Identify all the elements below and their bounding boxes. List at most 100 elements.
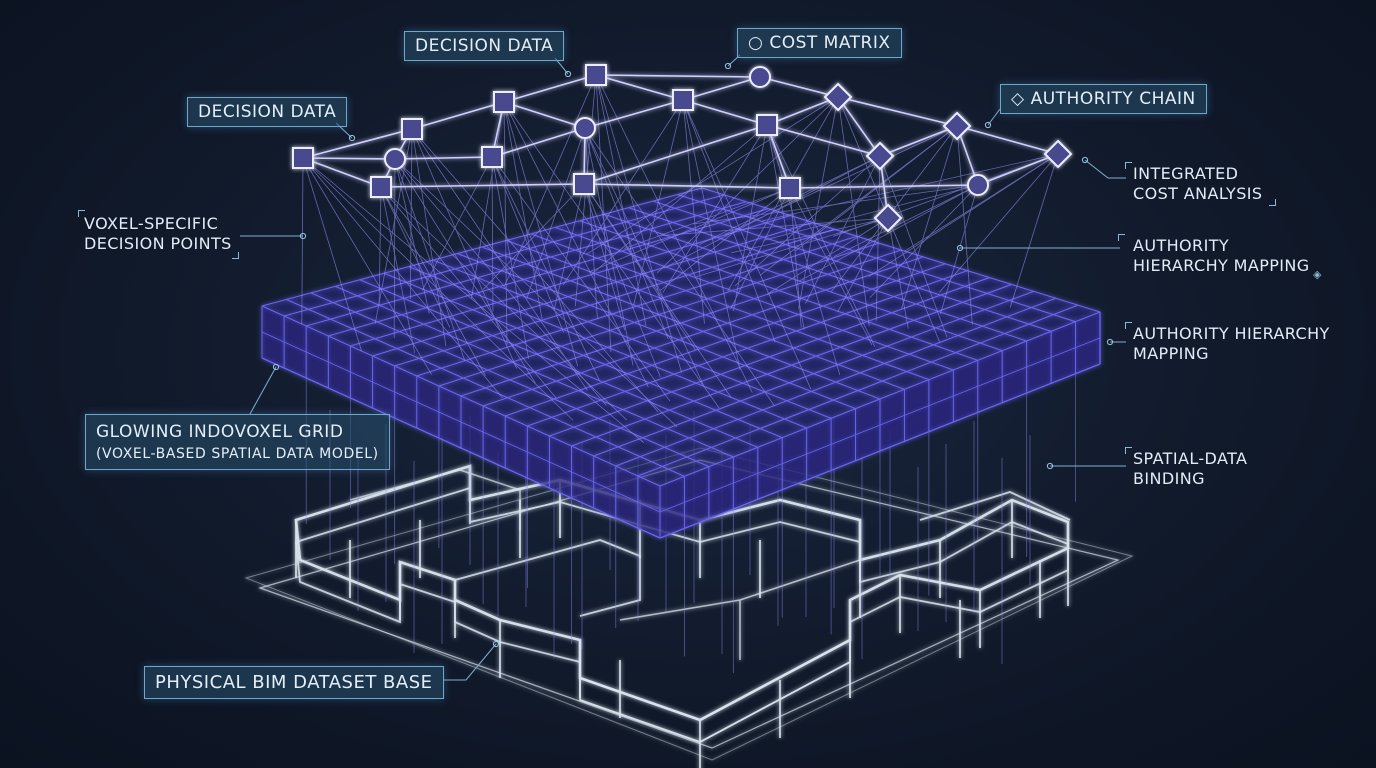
network-edge	[302, 157, 382, 188]
label-spatial-data-binding: SPATIAL-DATA BINDING	[1133, 449, 1248, 488]
network-edge	[682, 76, 761, 101]
bim-interior-wall	[454, 539, 641, 617]
projection-line	[378, 186, 382, 306]
leader-dot	[1046, 462, 1054, 470]
projection-line	[586, 96, 839, 255]
projection-line	[583, 183, 661, 378]
projection-line	[394, 158, 536, 384]
leader-dot	[724, 62, 732, 70]
projection-line	[584, 127, 669, 339]
voxel-grid-line	[593, 290, 1034, 457]
label-glowing-indovoxel-grid: GLOWING INDOVOXEL GRID (VOXEL-BASED SPAT…	[85, 414, 390, 470]
projection-line	[682, 99, 776, 343]
projection-line	[682, 99, 741, 370]
network-edge	[682, 99, 768, 126]
projection-line	[939, 153, 1059, 293]
projection-line	[583, 183, 732, 398]
projection-line	[798, 184, 979, 282]
decision-node-square	[756, 114, 778, 136]
projection-line	[724, 125, 958, 235]
leader-dot	[492, 640, 500, 648]
network-edge	[503, 74, 597, 103]
network-edge	[583, 124, 768, 185]
bim-interior-wall	[619, 559, 861, 660]
projection-line	[380, 186, 451, 328]
decision-node-square	[493, 91, 515, 113]
projection-line	[731, 217, 889, 254]
decision-node-square	[481, 146, 503, 168]
projection-line	[789, 187, 802, 328]
projection-line	[491, 156, 529, 359]
projection-line	[421, 156, 493, 291]
voxel-edge-line	[261, 357, 661, 539]
network-edge	[595, 74, 684, 101]
label-voxel-specific-decision-points: VOXEL-SPECIFIC DECISION POINTS	[84, 214, 232, 253]
network-edge	[583, 183, 791, 189]
projection-line	[302, 157, 645, 443]
projection-line	[380, 186, 486, 376]
projection-line	[659, 187, 791, 292]
projection-line	[789, 187, 873, 346]
leader-dot	[1106, 338, 1114, 346]
projection-line	[380, 186, 628, 421]
projection-line	[633, 99, 684, 305]
projection-line	[302, 157, 574, 421]
spatial-binding-lines	[305, 373, 1076, 673]
network-edge	[394, 156, 493, 160]
decision-node-square	[779, 177, 801, 199]
projection-line	[837, 96, 870, 326]
bim-interior-wall	[919, 491, 1071, 521]
projection-line	[491, 156, 600, 381]
cost-node-circle	[967, 174, 989, 196]
projection-line	[584, 127, 598, 319]
cost-node-circle	[574, 117, 596, 139]
projection-line	[1009, 153, 1059, 308]
network-edge	[837, 96, 881, 157]
projection-line	[588, 187, 791, 273]
projection-line	[411, 128, 659, 413]
authority-node-diamond	[873, 203, 903, 233]
projection-line	[591, 124, 768, 275]
leader-line	[249, 366, 277, 415]
projection-line	[699, 155, 881, 245]
projection-line	[411, 128, 588, 391]
decision-node-square	[573, 173, 595, 195]
network-edge	[977, 153, 1059, 186]
projection-line	[887, 217, 909, 329]
network-edge	[411, 101, 505, 130]
network-edge	[759, 76, 839, 98]
decision-node-square	[370, 176, 392, 198]
voxel-grid-line	[652, 200, 1052, 332]
decision-node-square	[672, 89, 694, 111]
projection-line	[503, 101, 579, 367]
projection-line	[766, 124, 876, 348]
decision-node-square	[585, 64, 607, 86]
network-edge	[302, 157, 396, 160]
projection-line	[584, 127, 705, 387]
projection-line	[833, 184, 979, 257]
voxel-grid-line	[637, 304, 1079, 477]
authority-node-diamond	[865, 141, 895, 171]
projection-line	[503, 101, 508, 345]
network-edge	[584, 99, 684, 129]
projection-line	[583, 183, 626, 331]
network-edge	[837, 96, 958, 127]
projection-line	[595, 74, 753, 393]
voxel-grid-line	[701, 187, 1101, 313]
projection-line	[302, 157, 433, 375]
projection-line	[682, 99, 705, 324]
leader-dot	[348, 134, 356, 142]
projection-line	[595, 74, 647, 327]
projection-line	[798, 96, 839, 309]
projection-line	[411, 128, 517, 369]
projection-line	[491, 156, 494, 312]
network-edge	[879, 125, 958, 157]
projection-line	[411, 128, 447, 347]
projection-line	[491, 156, 565, 333]
label-authority-hierarchy-mapping-top: AUTHORITY HIERARCHY MAPPING	[1133, 236, 1310, 275]
leader-dot	[1081, 156, 1089, 164]
authority-node-diamond	[823, 82, 853, 112]
cost-node-circle	[384, 148, 406, 170]
projection-line	[503, 101, 543, 320]
